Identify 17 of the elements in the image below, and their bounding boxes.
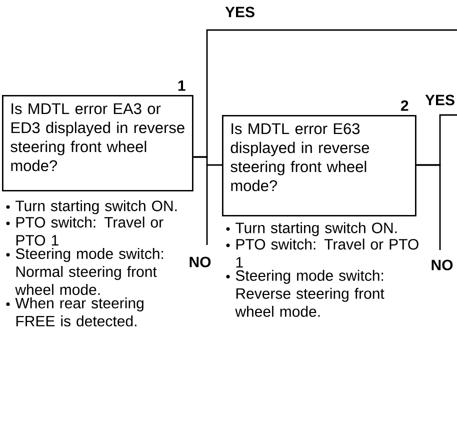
connector-line: [416, 164, 441, 250]
question-box: Is MDTL error EA3 or ED3 displayed in reverse steering front wheel mode?: [2, 95, 194, 192]
bullet-text: Steering mode switch: Normal steering front wheel mode.: [15, 248, 164, 296]
bullet-text: When rear steering FREE is detected.: [15, 297, 144, 326]
bullet-text: Turn starting switch ON.: [236, 222, 397, 236]
edge-label: YES: [224, 6, 256, 18]
bullet-text: Turn starting switch ON.: [16, 200, 177, 214]
step-number: 1: [178, 80, 186, 91]
bullet-text: PTO switch: Travel or PTO 1: [236, 238, 418, 268]
edge-label: NO: [188, 256, 212, 268]
bullet-text: Steering mode switch: Reverse steering front wheel mode.: [235, 270, 384, 317]
edge-label: YES: [424, 94, 456, 106]
question-box: Is MDTL error E63 displayed in reverse steering front wheel mode?: [222, 115, 416, 216]
edge-label: NO: [430, 258, 454, 272]
connector-line: [193, 156, 222, 246]
step-number: 2: [400, 100, 408, 111]
bullet-text: PTO switch: Travel or PTO 1: [16, 216, 164, 246]
